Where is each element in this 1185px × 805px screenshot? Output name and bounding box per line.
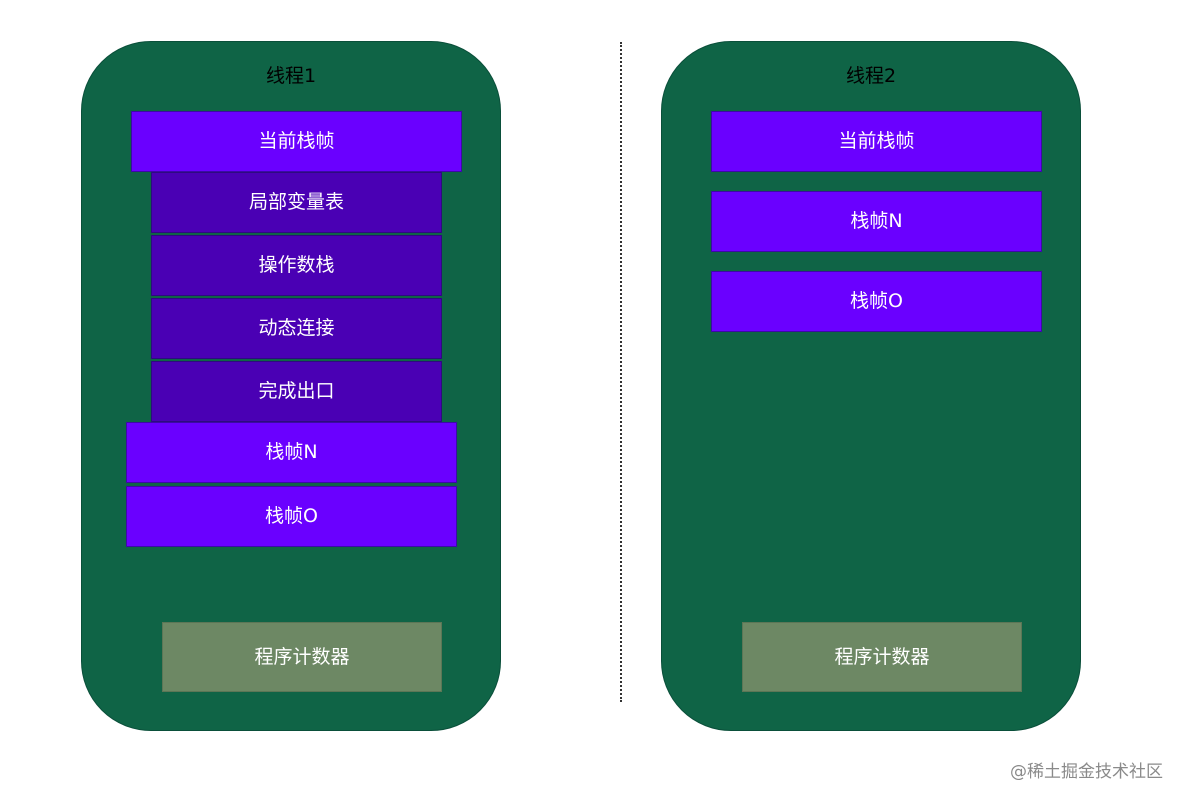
thread-1-frame-n: 栈帧N	[126, 422, 457, 483]
thread-divider	[620, 42, 622, 702]
watermark: @稀土掘金技术社区	[1010, 762, 1163, 782]
thread-1-frame-o: 栈帧O	[126, 486, 457, 547]
thread-2-container: 线程2 当前栈帧 栈帧N 栈帧O 程序计数器	[661, 41, 1081, 731]
local-variable-table: 局部变量表	[151, 172, 442, 233]
return-address: 完成出口	[151, 361, 442, 422]
thread-2-current-frame: 当前栈帧	[711, 111, 1042, 172]
thread-1-current-frame: 当前栈帧	[131, 111, 462, 172]
operand-stack: 操作数栈	[151, 235, 442, 296]
thread-2-program-counter: 程序计数器	[742, 622, 1022, 692]
thread-1-program-counter: 程序计数器	[162, 622, 442, 692]
dynamic-linking: 动态连接	[151, 298, 442, 359]
thread-2-title: 线程2	[845, 65, 897, 87]
thread-1-title: 线程1	[265, 65, 317, 87]
thread-2-frame-n: 栈帧N	[711, 191, 1042, 252]
thread-2-frame-o: 栈帧O	[711, 271, 1042, 332]
thread-1-container: 线程1 当前栈帧 局部变量表 操作数栈 动态连接 完成出口 栈帧N 栈帧O 程序…	[81, 41, 501, 731]
